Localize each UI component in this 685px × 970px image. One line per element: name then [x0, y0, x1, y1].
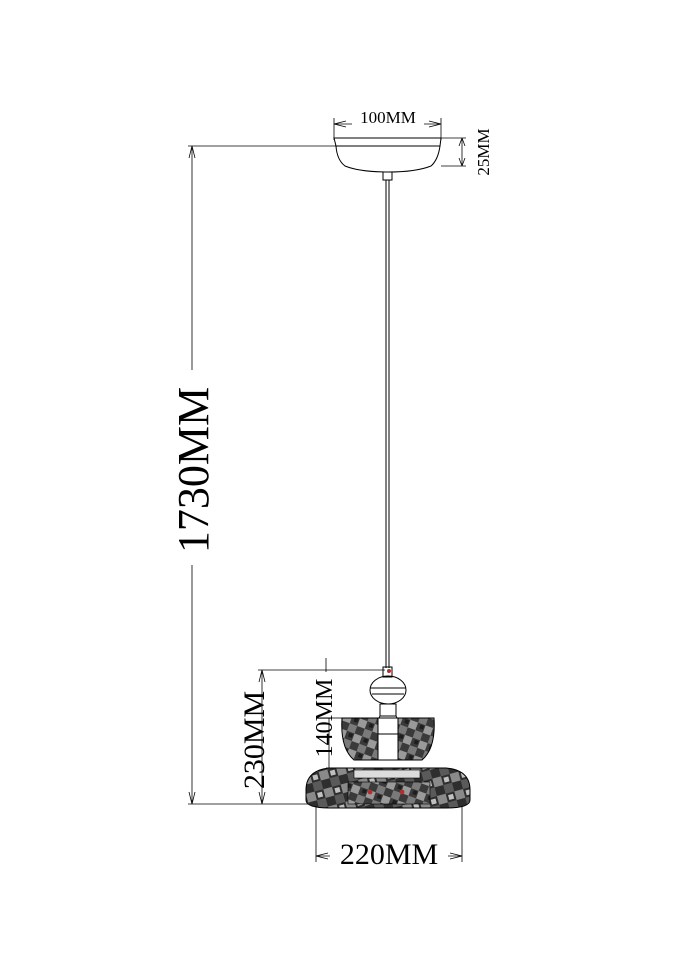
total-height-label: 1730MM: [169, 387, 218, 553]
canopy-width-dimension: 100MM: [333, 108, 442, 140]
shade-width-label: 220MM: [340, 838, 438, 871]
upper-shade-height-dimension: 140MM: [312, 658, 342, 769]
upper-shade-height-label: 140MM: [312, 679, 338, 758]
canopy-height-label: 25MM: [474, 128, 493, 175]
shade-width-dimension: 220MM: [315, 806, 463, 871]
ceiling-canopy: [333, 137, 442, 181]
suspension-cord: [385, 180, 390, 668]
lamp-height-label: 230MM: [238, 691, 271, 789]
canopy-width-label: 100MM: [360, 108, 416, 127]
total-height-dimension: 1730MM: [169, 145, 336, 805]
canopy-height-dimension: 25MM: [441, 128, 493, 176]
lamp-height-dimension: 230MM: [238, 669, 385, 805]
lamp-body: [305, 666, 471, 809]
